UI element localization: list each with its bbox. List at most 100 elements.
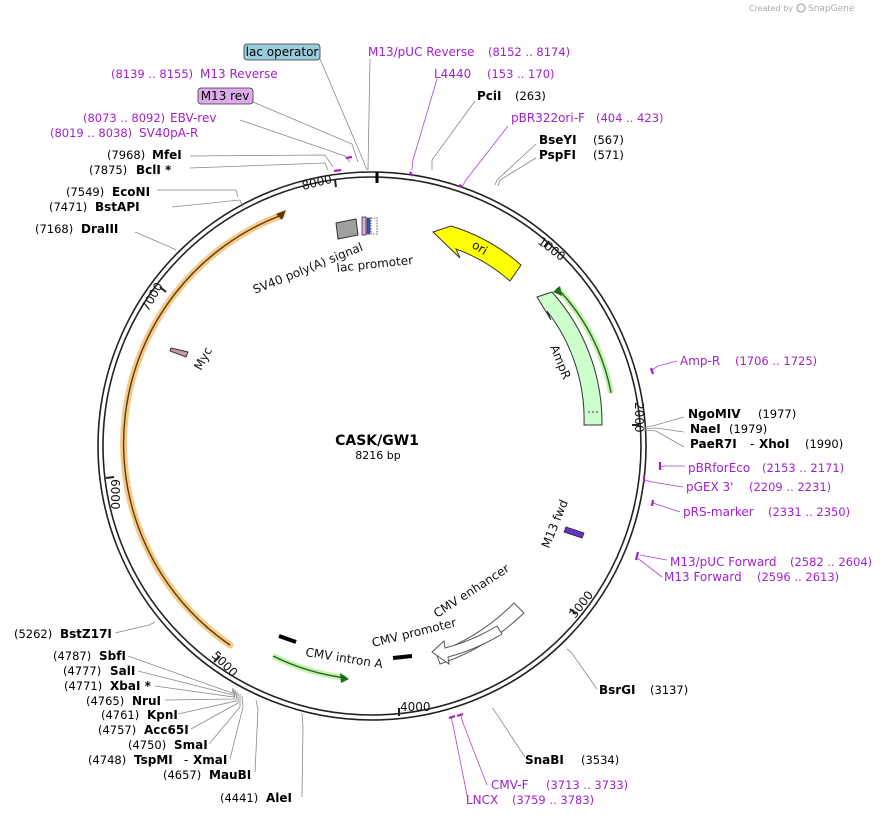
- site-econi-pos: (7549): [66, 185, 104, 199]
- lac-operator-feature: [366, 217, 371, 235]
- site-nrui: NruI: [132, 694, 161, 708]
- plasmid-length: 8216 bp: [355, 449, 400, 462]
- site-bseyi-pos: (567): [593, 133, 624, 147]
- site-xbai-pos: (4771): [64, 679, 102, 693]
- backbone-inner: [102, 176, 642, 716]
- site-sali-pos: (4777): [63, 664, 101, 678]
- orf-arc-highlight: [120, 211, 286, 649]
- tick-7000: [159, 286, 167, 293]
- primer-l4440-range: (153 .. 170): [487, 67, 555, 81]
- primer-m13-reverse-range: (8139 .. 8155): [111, 67, 193, 81]
- primer-m13puc-reverse-range: (8152 .. 8174): [488, 45, 570, 59]
- site-mfei-pos: (7968): [107, 148, 145, 162]
- tick-5000: [213, 655, 221, 663]
- site-mfei: MfeI: [152, 148, 182, 162]
- site-naei: NaeI: [690, 422, 721, 436]
- primer-amp-r-range: (1706 .. 1725): [735, 354, 817, 368]
- site-draiii: DraIII: [81, 222, 118, 236]
- primer-m13-forward: M13 Forward: [664, 570, 742, 584]
- leader-lines: [114, 58, 685, 798]
- site-econi: EcoNI: [112, 185, 150, 199]
- site-smai-pos: (4750): [128, 738, 166, 752]
- primer-prs-marker: pRS-marker: [683, 505, 754, 519]
- tick-6000: [105, 476, 115, 479]
- site-bcli-pos: (7875): [89, 163, 127, 177]
- ampr-arc: [556, 287, 612, 394]
- site-xmai: XmaI: [193, 753, 227, 767]
- tick-1000: [543, 240, 550, 248]
- primer-l4440: L4440: [434, 67, 471, 81]
- site-xhoi: XhoI: [759, 437, 790, 451]
- site-bsrgi: BsrGI: [599, 683, 636, 697]
- ruler-label-4000: 4000: [400, 700, 431, 714]
- site-separator-2: -: [184, 753, 188, 767]
- ruler-ticks: [105, 179, 639, 716]
- site-pcii: PciI: [477, 89, 502, 103]
- site-maubi-pos: (4657): [163, 768, 201, 782]
- primer-pbrforeco-range: (2153 .. 2171): [762, 461, 844, 475]
- primer-lncx: LNCX: [466, 793, 498, 807]
- primer-ebv-rev: EBV-rev: [170, 111, 216, 125]
- snapgene-branding: Created by SnapGene: [749, 3, 855, 14]
- primer-amp-r: Amp-R: [680, 354, 720, 368]
- site-snabi-pos: (3534): [581, 753, 619, 767]
- primer-sv40pa-r-range: (8019 .. 8038): [50, 126, 132, 140]
- brand-name: SnapGene: [808, 4, 855, 14]
- site-naei-pos: (1979): [729, 422, 767, 436]
- site-bstz17i: BstZ17I: [60, 627, 112, 641]
- primer-sv40pa-r: SV40pA-R: [139, 126, 198, 140]
- primer-cmv-f-range: (3713 .. 3733): [546, 778, 628, 792]
- site-xbai: XbaI *: [110, 679, 152, 693]
- site-bstapi: BstAPI: [95, 200, 140, 214]
- site-bcli: BclI *: [136, 163, 172, 177]
- sv40-polya-feature: [335, 218, 359, 240]
- lac-promoter-feature: [370, 217, 378, 235]
- feature-label-lac-operator: lac operator: [246, 45, 319, 59]
- backbone-outer: [97, 171, 647, 721]
- primer-lncx-range: (3759 .. 3783): [512, 793, 594, 807]
- cmv-promoter-feature: [431, 625, 503, 666]
- site-bstapi-pos: (7471): [49, 200, 87, 214]
- site-separator: -: [750, 437, 754, 451]
- primer-m13puc-forward-range: (2582 .. 2604): [790, 555, 872, 569]
- feature-label-cmv-enhancer: CMV enhancer: [431, 561, 512, 620]
- primer-marks: [333, 155, 662, 720]
- site-bsrgi-pos: (3137): [650, 683, 688, 697]
- primer-m13puc-reverse: M13/pUC Reverse: [368, 45, 475, 59]
- site-pspfi-pos: (571): [593, 148, 624, 162]
- site-sbfi: SbfI: [99, 649, 126, 663]
- site-acc65i-pos: (4757): [98, 723, 136, 737]
- primer-m13-forward-range: (2596 .. 2613): [757, 570, 839, 584]
- primer-pgex3: pGEX 3': [686, 480, 733, 494]
- myc-feature: [169, 347, 189, 358]
- primer-pbrforeco: pBRforEco: [688, 461, 750, 475]
- site-ngomiv: NgoMIV: [688, 407, 741, 421]
- site-bstz17i-pos: (5262): [14, 627, 52, 641]
- cmv-intron-end: [392, 654, 413, 660]
- m13-rev-box: [197, 87, 254, 105]
- brand-created-by: Created by: [749, 4, 793, 13]
- site-maubi: MauBI: [209, 768, 251, 782]
- site-pspfi: PspFI: [539, 148, 576, 162]
- feature-label-m13-rev: M13 rev: [201, 89, 250, 103]
- orf-arc: [122, 214, 283, 646]
- intron-arrowhead: [340, 673, 349, 683]
- site-ngomiv-pos: (1977): [758, 407, 796, 421]
- site-acc65i: Acc65I: [144, 723, 189, 737]
- site-draiii-pos: (7168): [35, 222, 73, 236]
- site-bseyi: BseYI: [539, 133, 577, 147]
- site-tspmi: TspMI: [134, 753, 173, 767]
- feature-label-myc: Myc: [191, 345, 215, 373]
- feature-label-m13-fwd: M13 fwd: [539, 498, 571, 550]
- site-alei: AleI: [266, 791, 292, 805]
- primer-cmv-f: CMV-F: [491, 778, 529, 792]
- lac-operator-box: [243, 43, 321, 61]
- plasmid-name: CASK/GW1: [335, 433, 419, 449]
- ampr-arrowhead: [553, 286, 562, 296]
- ruler-label-6000: 6000: [108, 479, 122, 510]
- primer-leader-lines: [411, 78, 685, 801]
- ruler-label-8000: 8000: [300, 172, 333, 193]
- primer-prs-marker-range: (2331 .. 2350): [768, 505, 850, 519]
- primer-m13puc-forward: M13/pUC Forward: [670, 555, 777, 569]
